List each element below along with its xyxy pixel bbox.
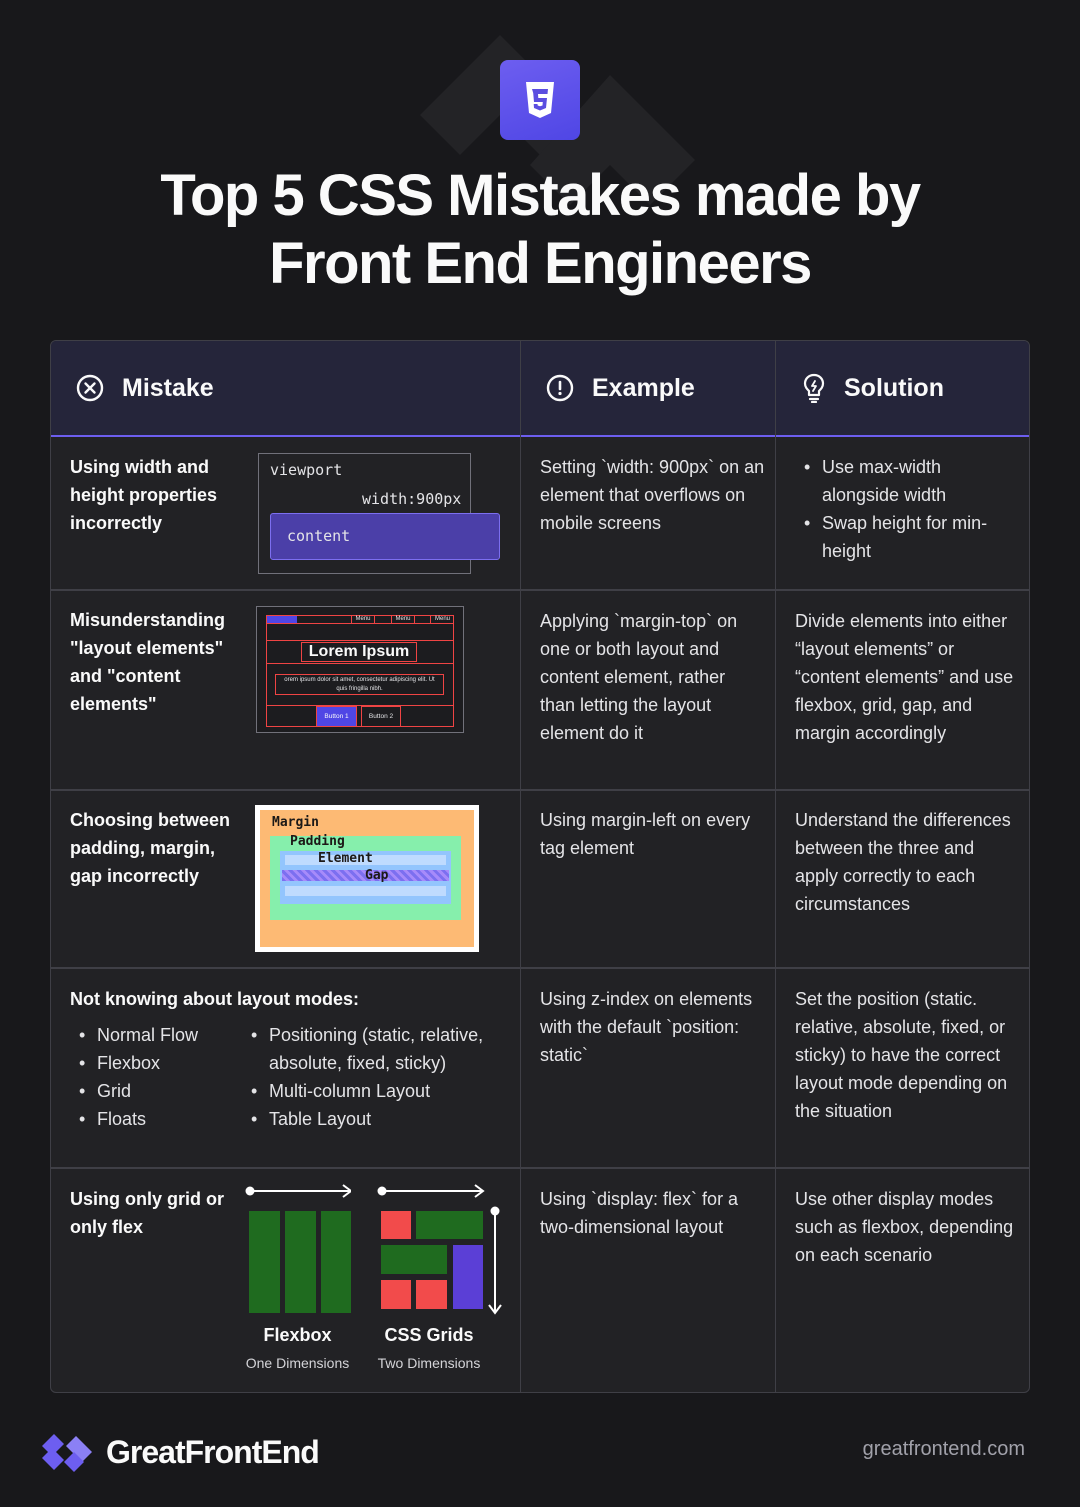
example-text: Using `display: flex` for a two-dimensio… bbox=[540, 1189, 739, 1237]
solution-text: Understand the differences between the t… bbox=[795, 810, 1011, 914]
column-header-example: Example bbox=[546, 341, 695, 435]
layout-mode-item: Grid bbox=[70, 1077, 240, 1105]
padding-label: Padding bbox=[290, 834, 345, 849]
gap-label: Gap bbox=[365, 868, 389, 883]
title-line-1: Top 5 CSS Mistakes made by bbox=[160, 163, 921, 228]
layout-illustration: Menu Menu Menu Lorem Ipsum orem ipsum do… bbox=[256, 606, 464, 733]
table-header: Mistake Example Solution bbox=[51, 341, 1029, 437]
css-grid-diagram bbox=[377, 1184, 502, 1315]
row-divider bbox=[51, 967, 1029, 969]
flexbox-sublabel: One Dimensions bbox=[245, 1355, 350, 1371]
footer-logo[interactable]: GreatFrontEnd bbox=[40, 1432, 320, 1472]
title-line-2: Front End Engineers bbox=[269, 231, 812, 296]
mistakes-table: Mistake Example Solution Using width and… bbox=[50, 340, 1030, 1393]
css-grids-label: CSS Grids bbox=[384, 1325, 474, 1345]
mistake-text: Using only grid or only flex bbox=[70, 1189, 225, 1237]
content-label: content bbox=[287, 527, 351, 545]
lorem-heading: Lorem Ipsum bbox=[301, 642, 417, 662]
layout-mode-item: Table Layout bbox=[242, 1105, 517, 1133]
lorem-body: orem ipsum dolor sit amet, consectetur a… bbox=[275, 674, 444, 695]
layout-modes-list: Normal Flow Flexbox Grid Floats bbox=[70, 1021, 240, 1133]
layout-mode-item: Multi-column Layout bbox=[242, 1077, 517, 1105]
mistake-text: Not knowing about layout modes: bbox=[70, 989, 359, 1009]
viewport-illustration: viewport width:900px content bbox=[258, 453, 503, 575]
footer-brand: GreatFrontEnd bbox=[106, 1433, 320, 1470]
footer-url[interactable]: greatfrontend.com bbox=[862, 1438, 1025, 1460]
lightbulb-icon bbox=[803, 373, 825, 403]
content-box: content bbox=[270, 513, 500, 560]
width-label: width:900px bbox=[362, 490, 462, 508]
css3-icon bbox=[500, 60, 580, 140]
mistake-text: Misunderstanding "layout elements" and "… bbox=[70, 610, 226, 714]
solution-list: Use max-width alongside width Swap heigh… bbox=[795, 453, 1017, 565]
margin-label: Margin bbox=[272, 815, 319, 830]
menu-item: Menu bbox=[391, 615, 415, 624]
column-divider bbox=[520, 341, 521, 1392]
css-grids-sublabel: Two Dimensions bbox=[377, 1355, 481, 1371]
layout-mode-item: Floats bbox=[70, 1105, 240, 1133]
example-text: Applying `margin-top` on one or both lay… bbox=[540, 611, 738, 743]
column-header-mistake: Mistake bbox=[76, 341, 214, 435]
flexbox-diagram bbox=[245, 1184, 351, 1313]
row-divider bbox=[51, 1167, 1029, 1169]
element-label: Element bbox=[318, 851, 373, 866]
solution-text: Divide elements into either “layout elem… bbox=[795, 611, 1014, 743]
row-divider bbox=[51, 589, 1029, 591]
button-2: Button 2 bbox=[361, 706, 401, 727]
solution-text: Use other display modes such as flexbox,… bbox=[795, 1189, 1014, 1265]
solution-text: Set the position (static. relative, abso… bbox=[795, 989, 1008, 1121]
mistake-text: Choosing between padding, margin, gap in… bbox=[70, 810, 231, 886]
column-label: Mistake bbox=[122, 373, 214, 402]
column-divider bbox=[775, 341, 776, 1392]
row-divider bbox=[51, 789, 1029, 791]
box-model-illustration: Margin Padding Element Gap bbox=[255, 805, 479, 952]
solution-item: Swap height for min-height bbox=[795, 509, 1017, 565]
column-label: Solution bbox=[844, 373, 944, 402]
layout-mode-item: Flexbox bbox=[70, 1049, 240, 1077]
column-label: Example bbox=[592, 373, 695, 402]
menu-item: Menu bbox=[430, 615, 454, 624]
example-text: Setting `width: 900px` on an element tha… bbox=[540, 457, 765, 533]
solution-item: Use max-width alongside width bbox=[795, 453, 1017, 509]
example-text: Using z-index on elements with the defau… bbox=[540, 989, 753, 1065]
mistake-text: Using width and height properties incorr… bbox=[70, 457, 218, 533]
layout-mode-item: Positioning (static, relative, absolute,… bbox=[242, 1021, 517, 1077]
column-header-solution: Solution bbox=[802, 341, 944, 435]
viewport-label: viewport bbox=[270, 461, 343, 479]
exclamation-circle-icon bbox=[546, 374, 574, 402]
layout-mode-item: Normal Flow bbox=[70, 1021, 240, 1049]
example-text: Using margin-left on every tag element bbox=[540, 810, 751, 858]
button-1: Button 1 bbox=[316, 706, 357, 727]
x-circle-icon bbox=[76, 374, 104, 402]
greatfrontend-logo-icon bbox=[42, 1434, 92, 1472]
flexbox-label: Flexbox bbox=[263, 1325, 332, 1345]
menu-item: Menu bbox=[351, 615, 375, 624]
page-title: Top 5 CSS Mistakes made by Front End Eng… bbox=[0, 162, 1080, 298]
layout-modes-list: Positioning (static, relative, absolute,… bbox=[242, 1021, 517, 1133]
